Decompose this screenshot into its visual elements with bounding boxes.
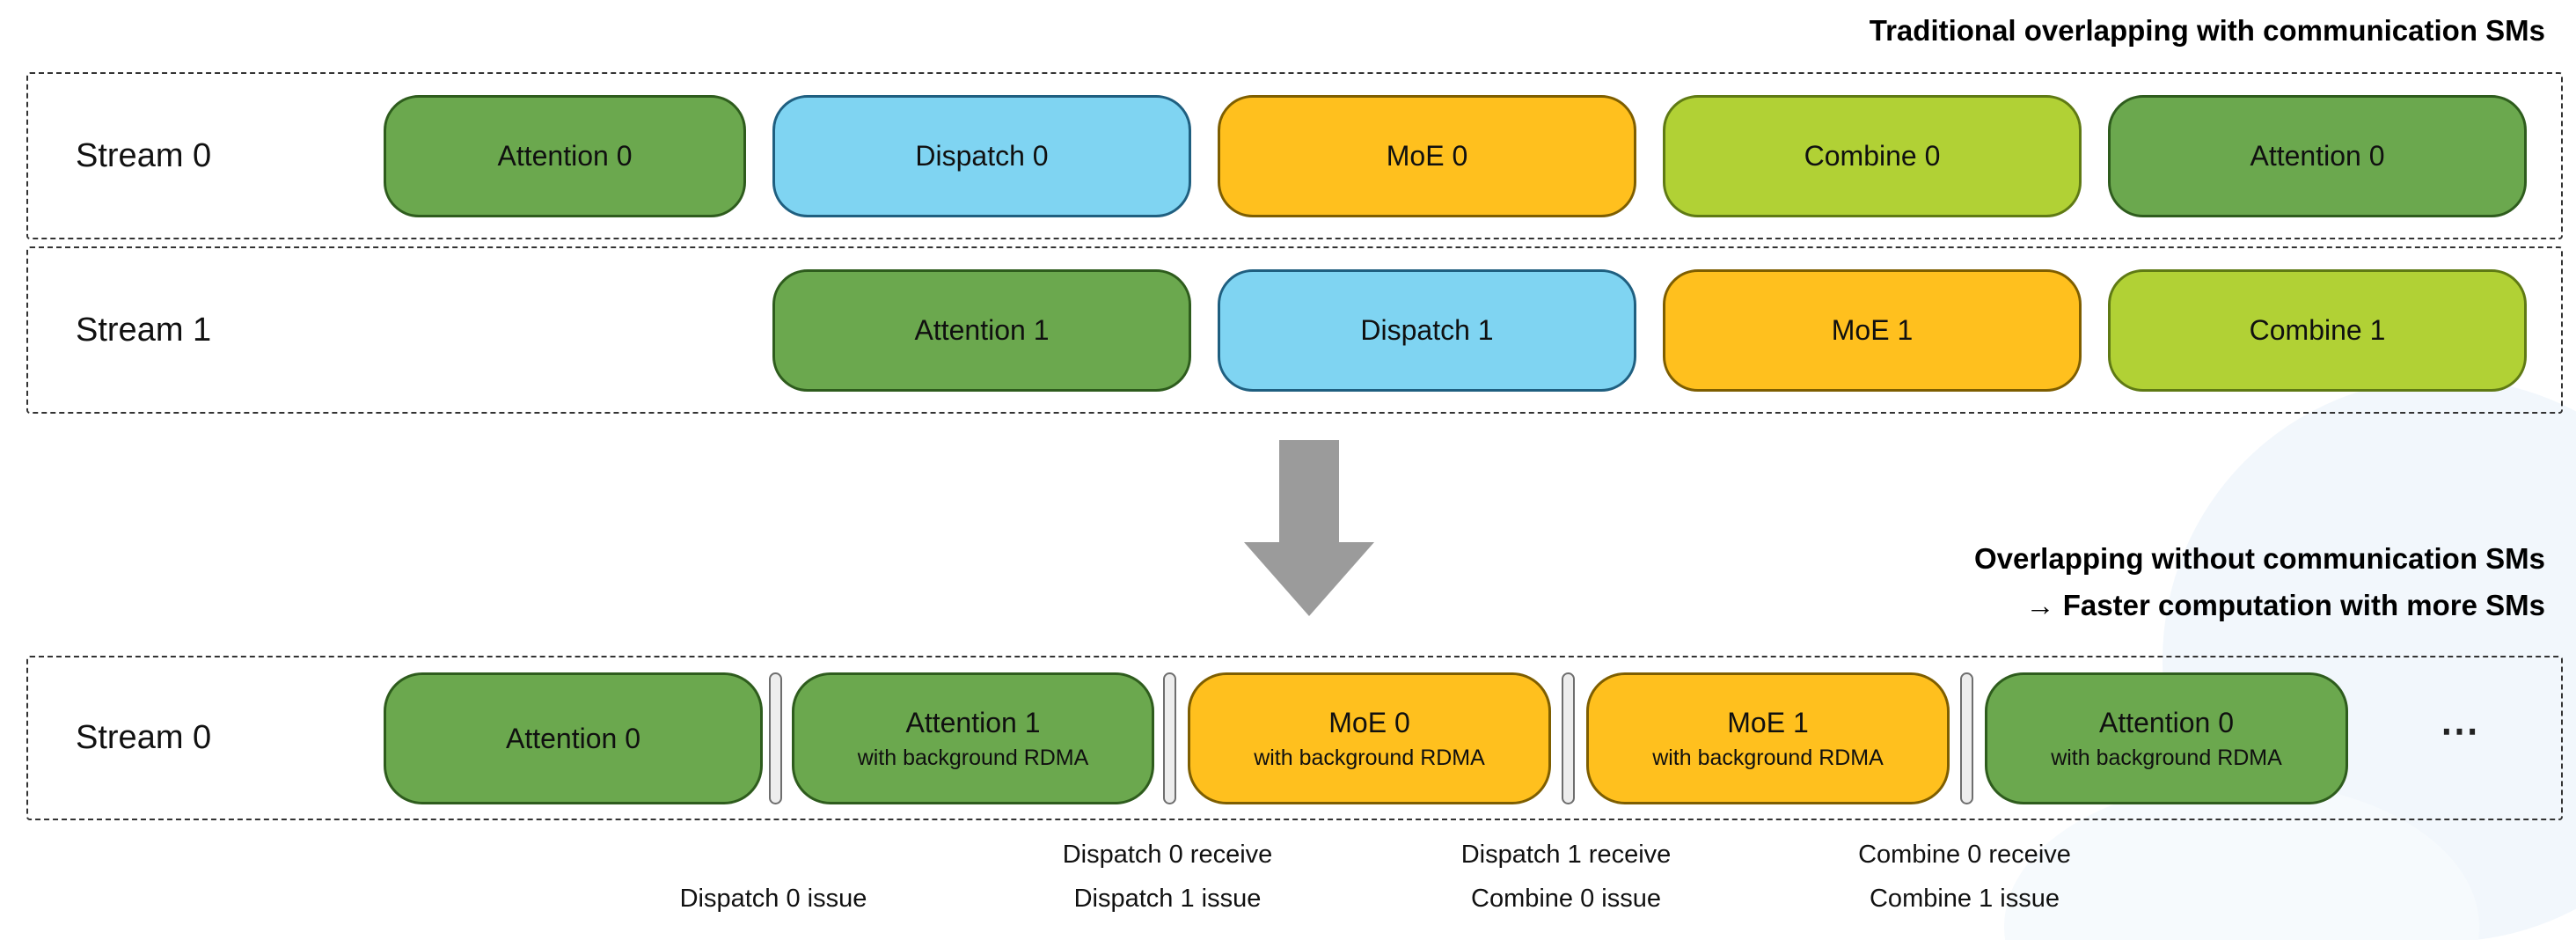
block-dispatch-0: Dispatch 0 (772, 95, 1191, 217)
stream-switch-divider (769, 672, 782, 804)
bottom-section-title: Overlapping without communication SMs → … (1974, 535, 2545, 628)
bottom-title-line1: Overlapping without communication SMs (1973, 542, 2545, 575)
stream-switch-divider (1163, 672, 1176, 804)
block-moe-0: MoE 0 (1218, 95, 1636, 217)
stream0-label: Stream 0 (76, 136, 212, 174)
block-label: Combine 1 (2249, 314, 2386, 346)
block-sublabel: with background RDMA (1652, 745, 1884, 770)
annotation-line: Dispatch 0 receive (1062, 841, 1273, 869)
bottom-title-line2: → Faster computation with more SMs (2025, 589, 2545, 621)
block-label: Attention 1 (905, 706, 1041, 738)
down-arrow-icon (1244, 542, 1374, 616)
block-moe-0-rdma: MoE 0 with background RDMA (1188, 672, 1551, 804)
annotation-combine0-receive-combine1-issue: Combine 0 receive Combine 1 issue (1858, 827, 2071, 921)
stream-switch-divider (1562, 672, 1575, 804)
block-attention-1: Attention 1 (772, 269, 1191, 392)
block-label: MoE 0 (1328, 706, 1410, 738)
block-attention-0: Attention 0 (384, 672, 763, 804)
annotation-line: Combine 0 receive (1858, 841, 2071, 869)
block-label: MoE 0 (1386, 140, 1468, 172)
block-label: Dispatch 1 (1360, 314, 1494, 346)
top-section-title: Traditional overlapping with communicati… (1869, 14, 2545, 47)
top-stream0-row: Stream 0 Attention 0 Dispatch 0 MoE 0 Co… (26, 72, 2563, 239)
annotation-dispatch0-receive-dispatch1-issue: Dispatch 0 receive Dispatch 1 issue (1063, 827, 1273, 921)
annotation-line: Combine 0 issue (1471, 885, 1661, 913)
block-label: MoE 1 (1831, 314, 1914, 346)
annotation-line: Dispatch 1 receive (1460, 841, 1672, 869)
block-label: Combine 0 (1804, 140, 1941, 172)
block-attention-1-rdma: Attention 1 with background RDMA (792, 672, 1154, 804)
annotation-line: Combine 1 issue (1869, 885, 2060, 913)
bottom-stream0-row: Stream 0 Attention 0 Attention 1 with ba… (26, 656, 2563, 820)
block-dispatch-1: Dispatch 1 (1218, 269, 1636, 392)
annotation-line: Dispatch 0 issue (679, 885, 867, 913)
continuation-ellipsis: ⋯ (2440, 709, 2482, 753)
block-label: Dispatch 0 (915, 140, 1049, 172)
block-label: MoE 1 (1727, 706, 1809, 738)
block-sublabel: with background RDMA (857, 745, 1089, 770)
block-attention-0: Attention 0 (384, 95, 746, 217)
annotation-line: Dispatch 1 issue (1073, 885, 1262, 913)
top-stream1-row: Stream 1 Attention 1 Dispatch 1 MoE 1 Co… (26, 246, 2563, 414)
block-label: Attention 0 (506, 722, 640, 754)
block-moe-1: MoE 1 (1663, 269, 2082, 392)
block-combine-0: Combine 0 (1663, 95, 2082, 217)
block-label: Attention 0 (2250, 140, 2385, 172)
block-sublabel: with background RDMA (2051, 745, 2282, 770)
block-attention-0-rdma: Attention 0 with background RDMA (1985, 672, 2348, 804)
block-combine-1: Combine 1 (2108, 269, 2527, 392)
down-arrow-shaft (1279, 440, 1339, 544)
annotation-dispatch0-issue: Dispatch 0 issue (680, 827, 867, 921)
stream1-label: Stream 1 (76, 311, 212, 349)
block-label: Attention 0 (2099, 706, 2234, 738)
block-label: Attention 1 (914, 314, 1050, 346)
block-moe-1-rdma: MoE 1 with background RDMA (1586, 672, 1950, 804)
annotation-dispatch1-receive-combine0-issue: Dispatch 1 receive Combine 0 issue (1461, 827, 1672, 921)
stream0-label: Stream 0 (76, 719, 212, 756)
block-label: Attention 0 (497, 140, 633, 172)
block-attention-0: Attention 0 (2108, 95, 2527, 217)
block-sublabel: with background RDMA (1254, 745, 1485, 770)
stream-switch-divider (1960, 672, 1973, 804)
